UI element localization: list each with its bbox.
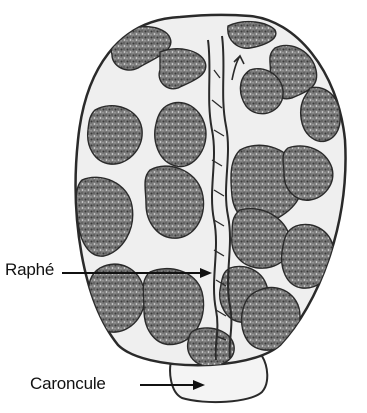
raphe-label: Raphé [5,260,54,280]
caroncule-label: Caroncule [30,374,106,394]
